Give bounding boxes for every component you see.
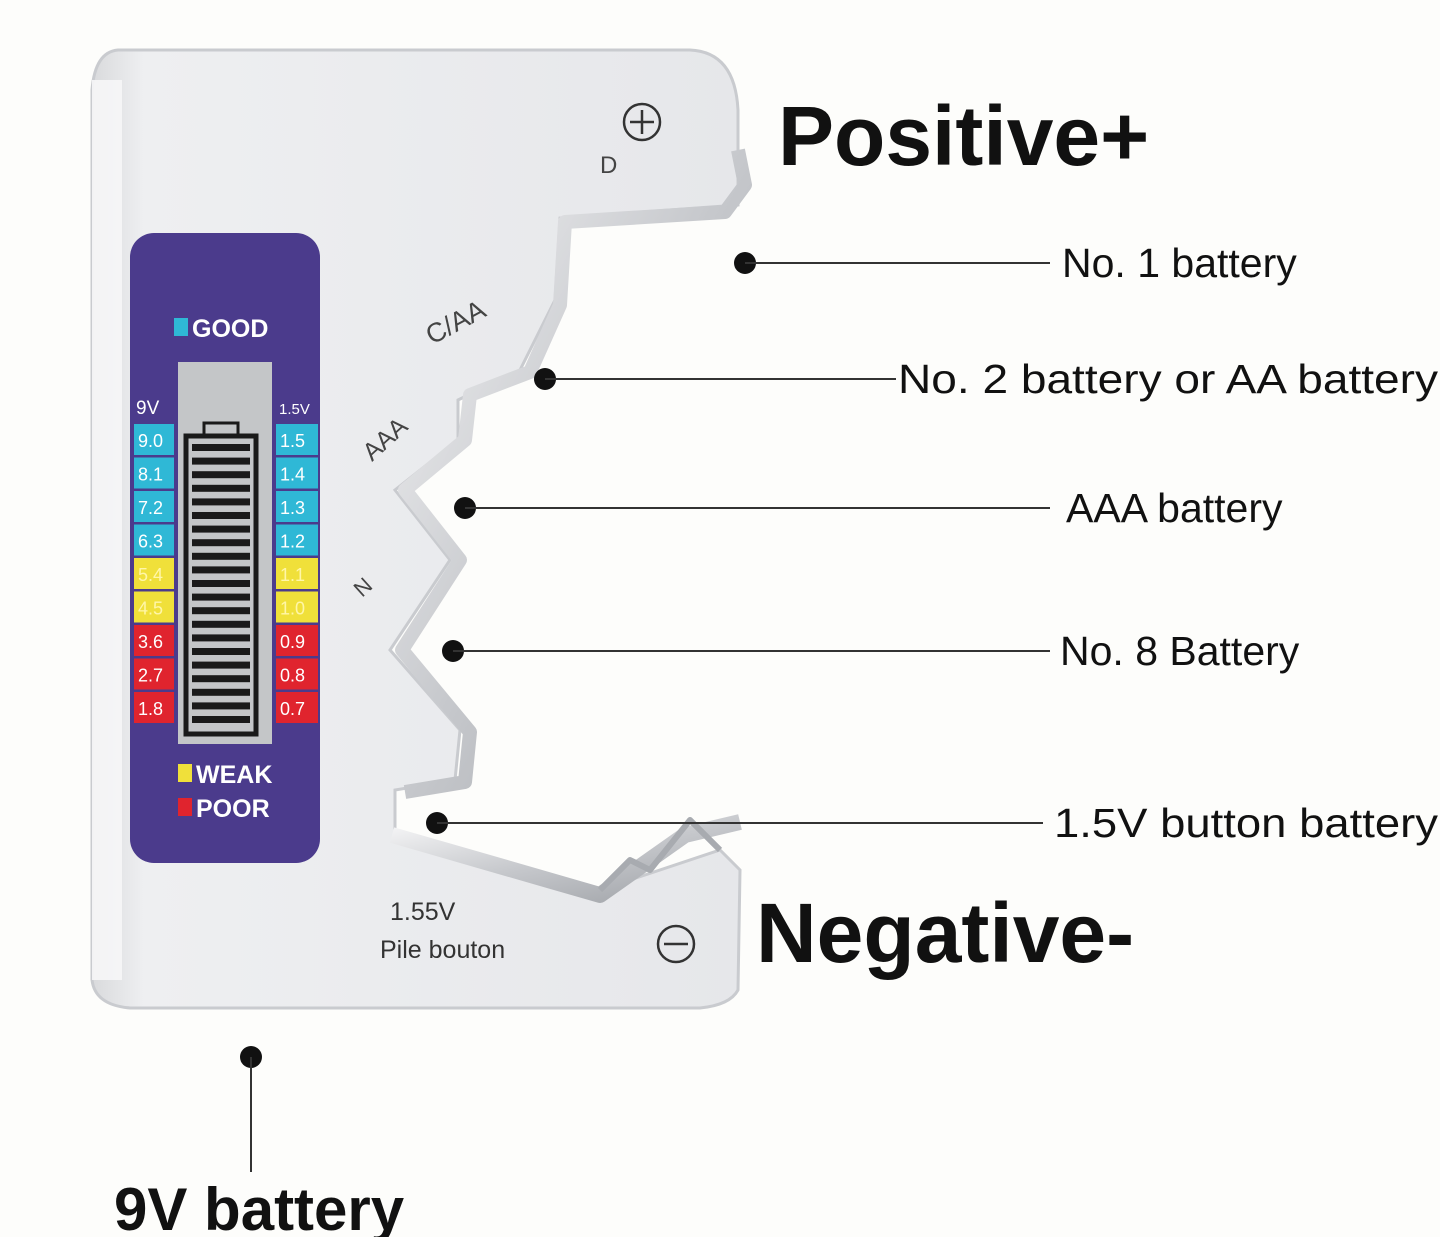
upper-metal-contact bbox=[395, 148, 752, 799]
left-voltage-scale: 9.0 8.1 7.2 6.3 5.4 4.5 3.6 2.7 1.8 bbox=[134, 424, 174, 723]
battery-segment bbox=[192, 716, 250, 723]
callout-no8-leader bbox=[442, 640, 1050, 662]
weak-legend-swatch bbox=[178, 764, 192, 782]
callout-no1-leader bbox=[734, 252, 1050, 274]
meter-right-header: 1.5V bbox=[279, 401, 310, 418]
callout-button-leader bbox=[426, 812, 1043, 834]
callout-9v-label: 9V battery bbox=[114, 1176, 405, 1237]
poor-legend-label: POOR bbox=[196, 795, 270, 823]
negative-terminal-icon bbox=[656, 924, 696, 964]
battery-segment bbox=[192, 471, 250, 479]
good-legend-swatch bbox=[174, 318, 188, 336]
tester-left-edge bbox=[92, 80, 122, 980]
left-scale-cell bbox=[134, 658, 174, 690]
battery-segment bbox=[192, 539, 250, 547]
meter-left-header: 9V bbox=[136, 398, 160, 419]
battery-segment bbox=[192, 661, 250, 669]
left-scale-value: 6.3 bbox=[138, 532, 163, 552]
battery-segment bbox=[192, 457, 250, 465]
slot-label-d: D bbox=[600, 152, 617, 179]
meter-panel: GOOD 9V 1.5V 9.0 8.1 7.2 6.3 5.4 4.5 3.6 2.7 1.8… bbox=[130, 233, 320, 863]
right-scale-value: 0.9 bbox=[280, 632, 305, 652]
battery-segment bbox=[192, 593, 250, 601]
left-scale-cell bbox=[134, 457, 174, 489]
battery-segment bbox=[192, 634, 250, 642]
positive-terminal-icon bbox=[622, 102, 662, 142]
right-scale-value: 1.3 bbox=[280, 498, 305, 518]
battery-segment bbox=[192, 512, 250, 519]
left-scale-cell bbox=[134, 491, 174, 522]
battery-segment bbox=[192, 580, 250, 587]
right-scale-value: 1.2 bbox=[280, 532, 305, 552]
battery-segment bbox=[192, 552, 250, 560]
battery-segment bbox=[192, 688, 250, 696]
battery-segment bbox=[192, 675, 250, 683]
right-scale-value: 1.4 bbox=[280, 465, 305, 485]
right-scale-value: 1.0 bbox=[280, 599, 305, 619]
left-scale-value: 4.5 bbox=[138, 599, 163, 619]
left-scale-value: 3.6 bbox=[138, 632, 163, 652]
right-scale-cell bbox=[276, 558, 318, 589]
weak-legend-label: WEAK bbox=[196, 761, 272, 789]
poor-legend-swatch bbox=[178, 798, 192, 816]
battery-segment bbox=[192, 620, 250, 628]
left-scale-cell bbox=[134, 591, 174, 623]
right-scale-cell bbox=[276, 591, 318, 623]
left-scale-cell bbox=[134, 625, 174, 656]
positive-terminal-label: Positive+ bbox=[778, 89, 1149, 183]
battery-segment bbox=[192, 498, 250, 506]
button-cell-name-label: Pile bouton bbox=[380, 936, 505, 964]
left-scale-value: 1.8 bbox=[138, 699, 163, 719]
negative-terminal-label: Negative- bbox=[756, 886, 1134, 980]
right-scale-value: 0.8 bbox=[280, 666, 305, 686]
left-scale-cell bbox=[134, 424, 174, 455]
button-cell-voltage-label: 1.55V bbox=[390, 898, 456, 926]
left-scale-cell bbox=[134, 524, 174, 556]
left-scale-value: 7.2 bbox=[138, 498, 163, 518]
right-scale-value: 0.7 bbox=[280, 699, 305, 719]
battery-segment bbox=[192, 648, 250, 655]
battery-segment bbox=[192, 702, 250, 710]
battery-segment bbox=[192, 484, 250, 492]
right-voltage-scale: 1.5 1.4 1.3 1.2 1.1 1.0 0.9 0.8 0.7 bbox=[276, 424, 318, 723]
right-scale-cell bbox=[276, 658, 318, 690]
right-scale-cell bbox=[276, 625, 318, 656]
left-scale-cell bbox=[134, 558, 174, 589]
left-scale-value: 5.4 bbox=[138, 565, 163, 585]
right-scale-cell bbox=[276, 692, 318, 723]
callout-button-label: 1.5V button battery bbox=[1054, 800, 1439, 846]
callout-aaa-leader bbox=[454, 497, 1050, 519]
callout-no1-label: No. 1 battery bbox=[1062, 240, 1297, 286]
battery-level-icon bbox=[183, 421, 259, 737]
battery-segment bbox=[192, 566, 250, 574]
right-scale-cell bbox=[276, 524, 318, 556]
battery-segment bbox=[192, 444, 250, 451]
callout-no8-label: No. 8 Battery bbox=[1060, 628, 1300, 674]
callout-no2-leader bbox=[534, 368, 896, 390]
good-legend-label: GOOD bbox=[192, 315, 268, 343]
left-scale-value: 8.1 bbox=[138, 465, 163, 485]
callout-9v-leader bbox=[240, 1046, 262, 1172]
battery-segments bbox=[192, 444, 250, 723]
callout-no2-label: No. 2 battery or AA battery bbox=[898, 356, 1439, 402]
lower-metal-spring bbox=[597, 817, 723, 893]
right-scale-value: 1.1 bbox=[280, 565, 305, 585]
battery-segment bbox=[192, 607, 250, 615]
battery-segment bbox=[192, 525, 250, 533]
left-scale-cell bbox=[134, 692, 174, 723]
right-scale-value: 1.5 bbox=[280, 431, 305, 451]
callout-aaa-label: AAA battery bbox=[1066, 485, 1283, 531]
left-scale-value: 2.7 bbox=[138, 666, 163, 686]
left-scale-value: 9.0 bbox=[138, 431, 163, 451]
right-scale-cell bbox=[276, 424, 318, 455]
right-scale-cell bbox=[276, 457, 318, 489]
right-scale-cell bbox=[276, 491, 318, 522]
